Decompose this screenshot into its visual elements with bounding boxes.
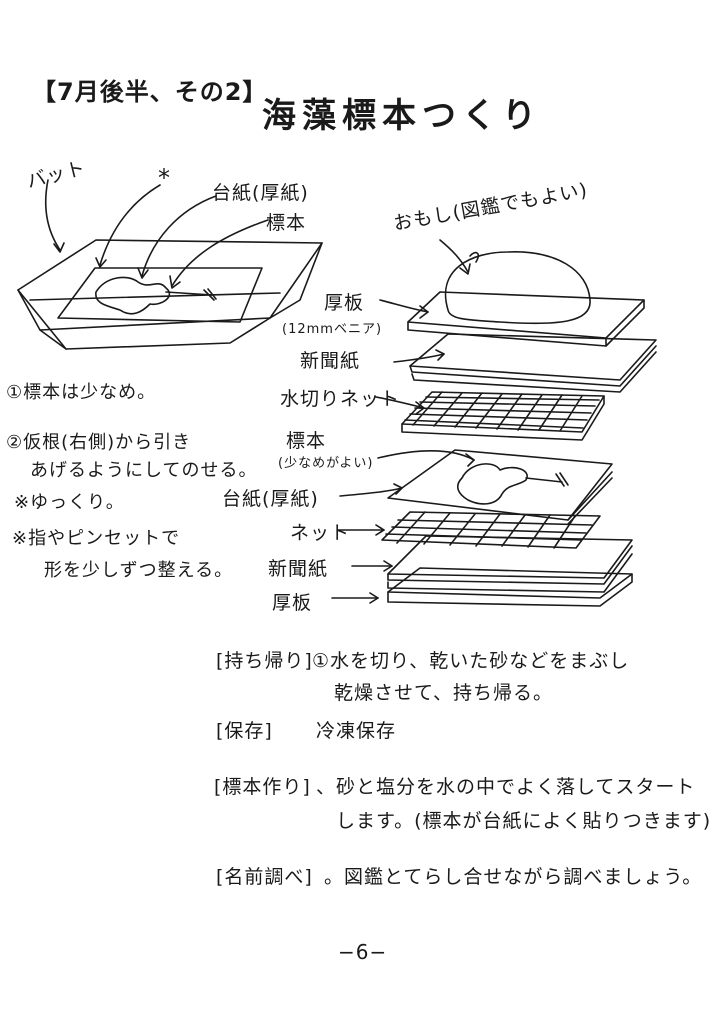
note-1: ※ゆっくり。 [14,492,125,513]
label-board-top: 厚板 [324,292,365,314]
label-net: ネット [290,522,351,544]
page-number: −6− [338,940,388,964]
section-label: 【7月後半、その2】 [32,78,268,106]
newspaper-top-drawing [409,333,657,381]
make-line-2: します。(標本が台紙によく貼りつきます) [336,810,712,832]
carry-line-1: ①水を切り、乾いた砂などをまぶし [312,650,630,672]
label-board-bottom: 厚板 [272,592,313,614]
label-daishi-left: 台紙(厚紙) [212,182,309,204]
label-board-top-note: (12mmベニア) [282,322,383,337]
make-line-1: 、砂と塩分を水の中でよく落してスタート [316,776,696,798]
page-title: 海藻標本つくり [262,96,542,136]
weight-stone [444,251,591,325]
label-specimen: 標本 [286,430,327,452]
label-newspaper-top: 新聞紙 [300,350,361,372]
label-daishi-stack: 台紙(厚紙) [222,488,319,510]
sheet-specimen [456,463,528,505]
label-newspaper-bottom: 新聞紙 [268,558,329,580]
step-2b: あげるようにしてのせる。 [30,460,258,481]
daishi-sheet [387,449,613,521]
carry-line-2: 乾燥させて、持ち帰る。 [334,682,554,704]
note-2b: 形を少しずつ整える。 [44,560,234,581]
vat-specimen [95,276,171,315]
step-2a: ②仮根(右側)から引き [6,432,192,453]
board-top [407,291,645,339]
vat-drawing [17,239,323,350]
label-specimen-note: (少なめがよい) [278,456,374,471]
mesh-drawing [401,391,605,441]
label-asterisk: * [158,164,171,192]
step-1: ①標本は少なめ。 [6,382,157,403]
store-text: 冷凍保存 [316,720,397,742]
newspaper-bottom-drawing [387,535,633,579]
carry-label: [持ち帰り] [216,650,313,672]
make-label: [標本作り] [214,776,311,798]
net-drawing [381,511,601,549]
label-hyohon-left: 標本 [266,212,307,234]
store-label: [保存] [216,720,273,742]
name-text: 。図鑑とてらし合せながら調べましょう。 [324,866,703,888]
label-mesh: 水切りネット [280,388,401,410]
note-2a: ※指やピンセットで [12,528,181,549]
name-label: [名前調べ] [216,866,313,888]
